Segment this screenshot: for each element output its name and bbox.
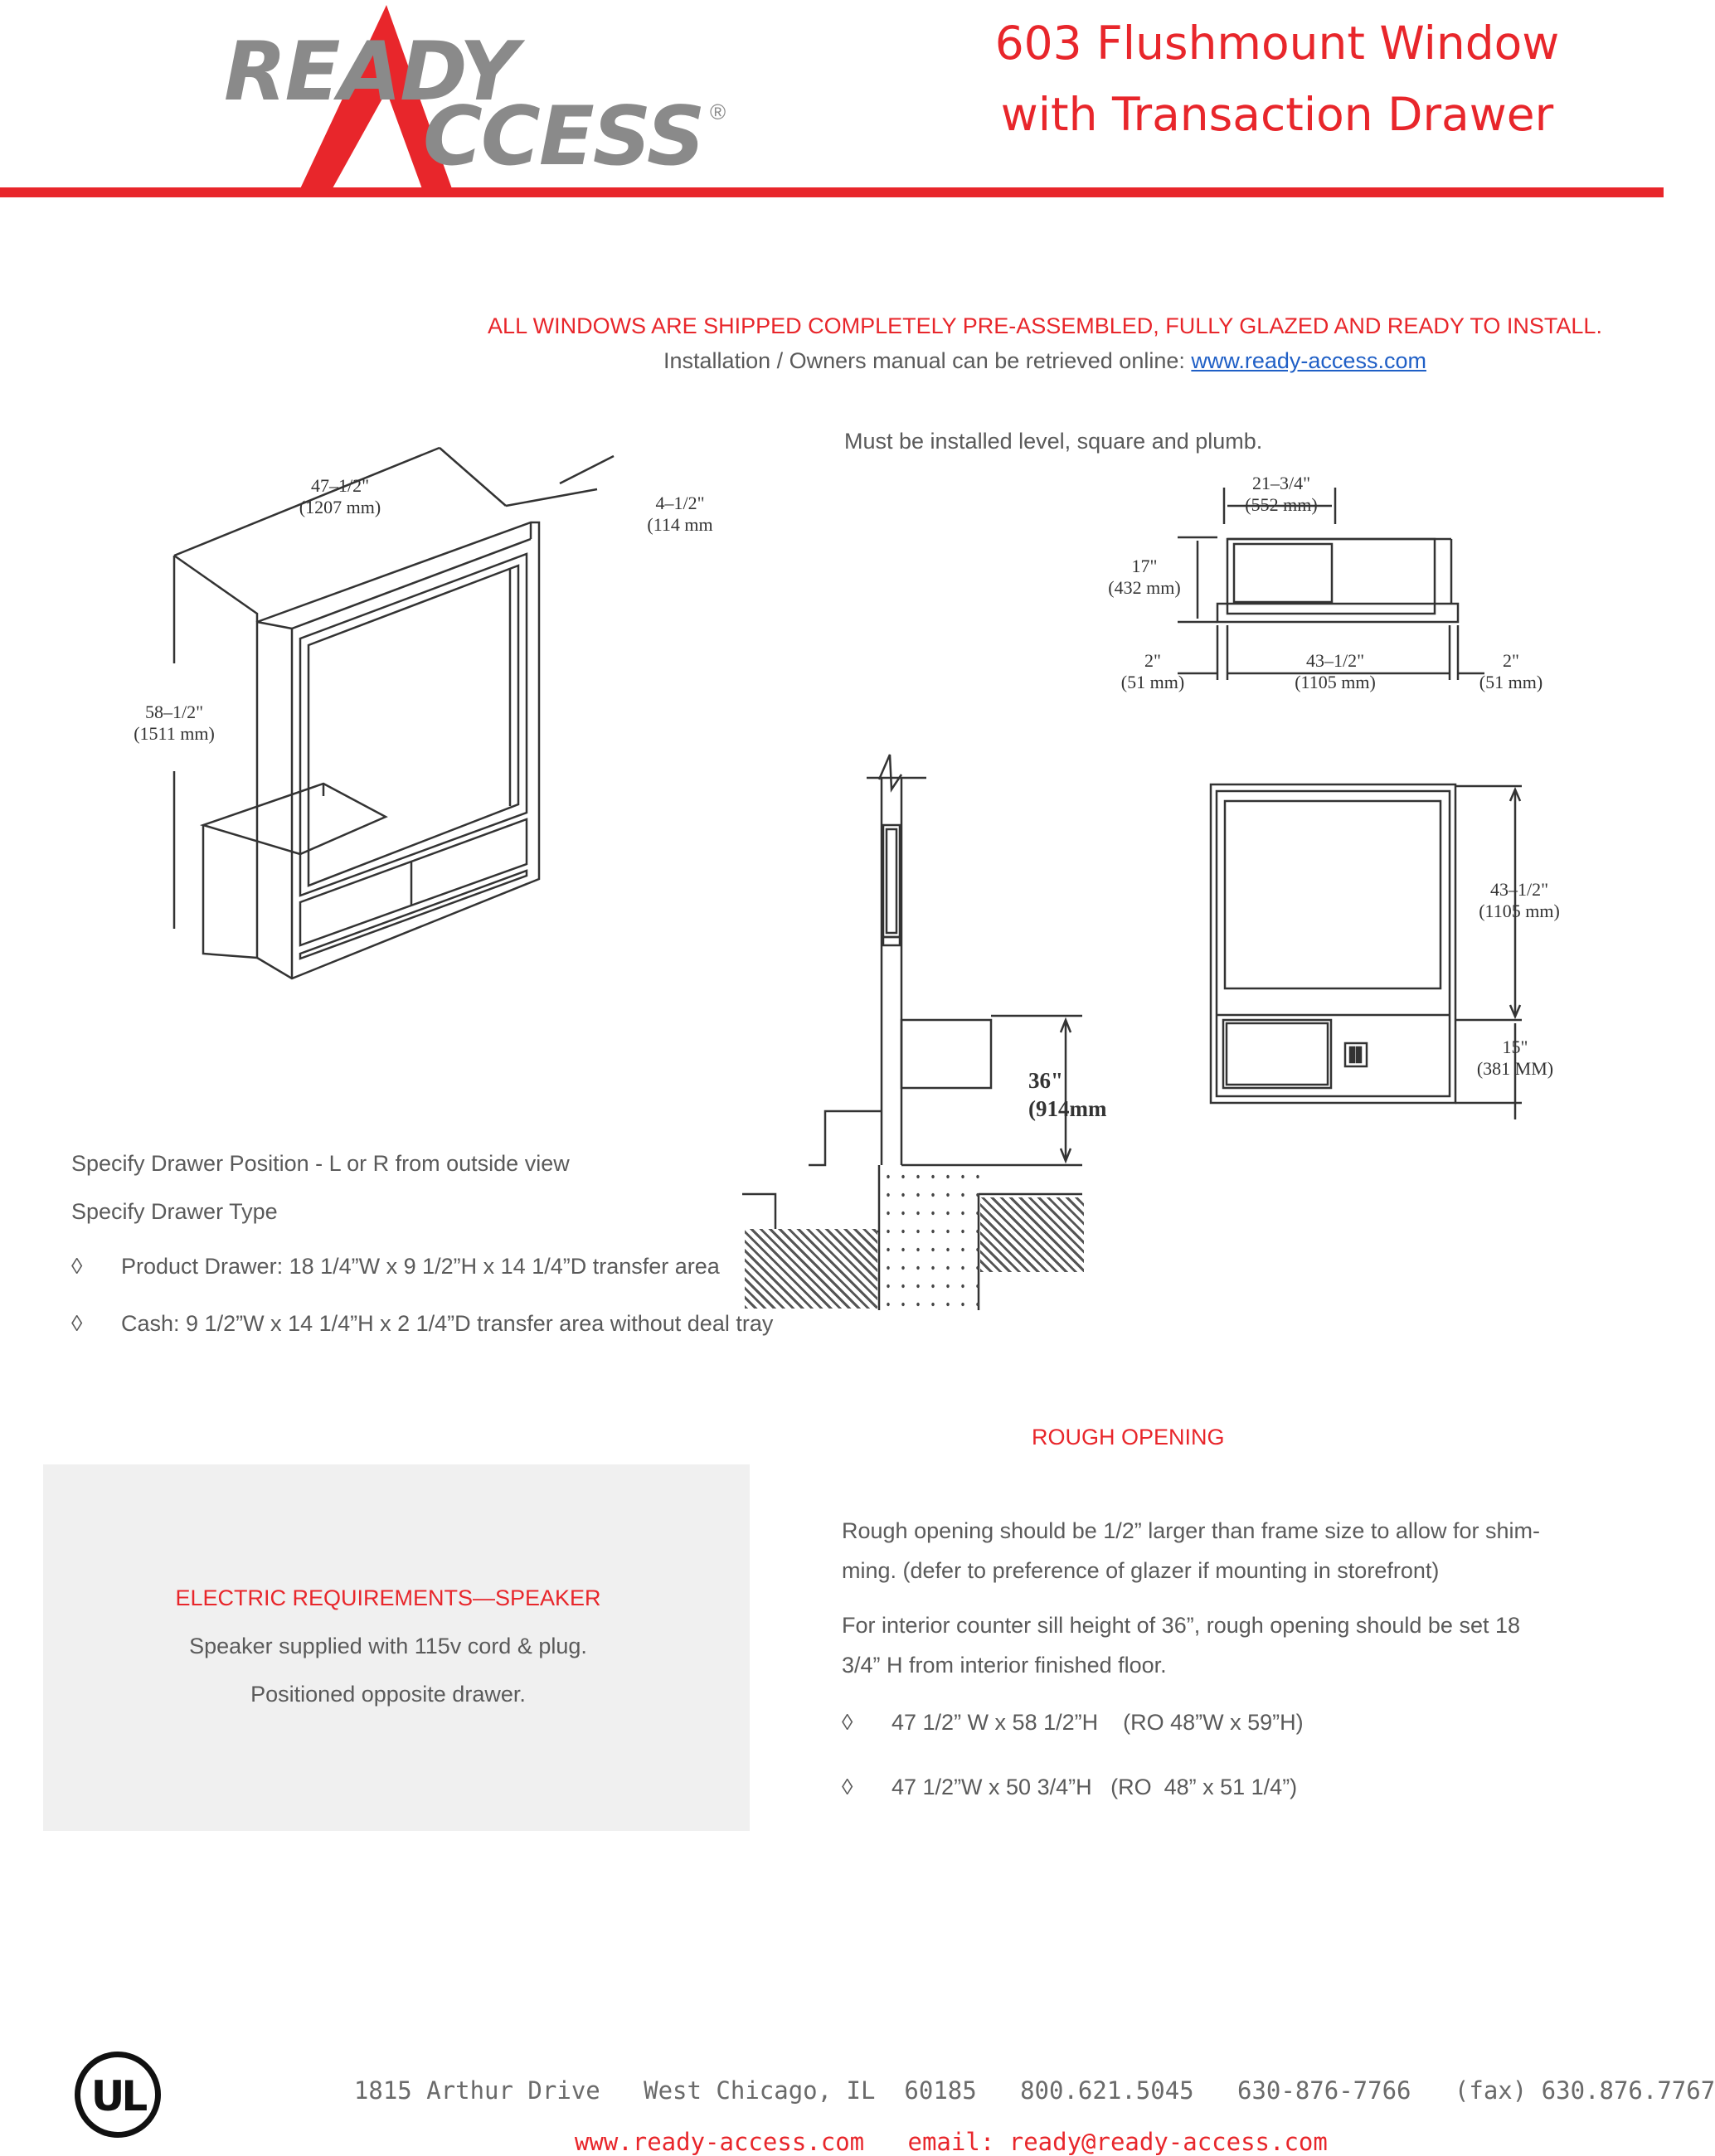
section-sill-mm: (914mm — [1028, 1096, 1107, 1121]
top-view-drawing — [1178, 488, 1484, 680]
electric-heading: ELECTRIC REQUIREMENTS—SPEAKER — [175, 1585, 601, 1610]
section-concrete — [881, 1168, 980, 1309]
electric-line1: Speaker supplied with 115v cord & plug. — [189, 1634, 587, 1658]
top-right-dimension: 2" (51 mm) — [1470, 650, 1552, 693]
front-lower-mm: (381 MM) — [1476, 1058, 1554, 1079]
drawer-item-product: Product Drawer: 18 1/4”W x 9 1/2”H x 14 … — [121, 1254, 720, 1279]
diamond-bullet-icon: ◊ — [842, 1710, 853, 1735]
iso-depth-in: 4–1/2" — [655, 493, 705, 513]
front-upper-dimension: 43–1/2" (1105 mm) — [1470, 879, 1569, 922]
ro-para2-line2: 3/4” H from interior finished floor. — [842, 1653, 1167, 1678]
manual-prefix: Installation / Owners manual can be retr… — [663, 348, 1192, 373]
ul-logo-text: UL — [90, 2072, 148, 2120]
footer-address: 1815 Arthur Drive — [353, 2076, 600, 2105]
electric-line2: Positioned opposite drawer. — [250, 1682, 526, 1707]
footer-city: West Chicago, IL 60185 — [644, 2076, 977, 2105]
ro-para2-line1: For interior counter sill height of 36”,… — [842, 1613, 1521, 1638]
footer-fax: (fax) 630.876.7767 — [1454, 2076, 1715, 2105]
top-left-dimension: 2" (51 mm) — [1111, 650, 1194, 693]
top-right-mm: (51 mm) — [1479, 672, 1543, 692]
top-height-in: 17" — [1131, 556, 1158, 576]
section-soil-right — [980, 1197, 1084, 1272]
section-soil-left — [745, 1229, 877, 1309]
diamond-bullet-icon: ◊ — [71, 1311, 83, 1336]
footer-web-line: www.ready-access.com email: ready@ready-… — [546, 2100, 1328, 2156]
iso-width-dimension: 47–1/2" (1207 mm) — [282, 475, 398, 518]
logo-text-top: READY — [224, 25, 518, 119]
footer-website-link[interactable]: www.ready-access.com — [574, 2128, 865, 2156]
iso-height-in: 58–1/2" — [144, 702, 204, 722]
iso-height-dimension: 58–1/2" (1511 mm) — [116, 702, 232, 745]
footer-contact-line: 1815 Arthur Drive West Chicago, IL 60185… — [325, 2048, 1715, 2105]
drawer-item-cash: Cash: 9 1/2”W x 14 1/4”H x 2 1/4”D trans… — [121, 1311, 774, 1336]
front-lower-dimension: 15" (381 MM) — [1470, 1037, 1561, 1080]
iso-width-mm: (1207 mm) — [299, 497, 381, 517]
rough-opening-body: Rough opening should be 1/2” larger than… — [842, 1511, 1540, 1685]
isometric-view-drawing — [172, 446, 615, 980]
electric-requirements-box: ELECTRIC REQUIREMENTS—SPEAKER Speaker su… — [43, 1464, 750, 1831]
shipping-notice: ALL WINDOWS ARE SHIPPED COMPLETELY PRE-A… — [488, 313, 1602, 338]
front-upper-mm: (1105 mm) — [1479, 901, 1560, 921]
manual-notice: Installation / Owners manual can be retr… — [464, 348, 1625, 374]
drawer-type-spec: Specify Drawer Type — [71, 1199, 278, 1224]
front-upper-in: 43–1/2" — [1489, 879, 1549, 900]
section-sill-dimension: 36" (914mm — [1028, 1066, 1106, 1123]
rough-opening-heading: ROUGH OPENING — [1032, 1425, 1225, 1449]
ro-para1-line1: Rough opening should be 1/2” larger than… — [842, 1518, 1540, 1543]
diamond-bullet-icon: ◊ — [71, 1254, 83, 1279]
logo-a-mark — [297, 5, 454, 196]
logo-registered: ® — [710, 100, 726, 124]
footer-email-link[interactable]: email: ready@ready-access.com — [907, 2128, 1328, 2156]
front-lower-in: 15" — [1502, 1037, 1528, 1057]
iso-depth-dimension: 4–1/2" (114 mm — [630, 493, 730, 536]
top-left-mm: (51 mm) — [1120, 672, 1185, 692]
page-title-line2: with Transaction Drawer — [1000, 88, 1554, 141]
top-width-dimension: 21–3/4" (552 mm) — [1227, 473, 1335, 516]
section-sill-in: 36" — [1028, 1068, 1063, 1093]
top-width-mm: (552 mm) — [1245, 494, 1318, 515]
drawer-position-spec: Specify Drawer Position - L or R from ou… — [71, 1151, 570, 1176]
footer-phone2: 630-876-7766 — [1237, 2076, 1411, 2105]
iso-depth-mm: (114 mm — [647, 514, 713, 535]
ro-para1-line2: ming. (defer to preference of glazer if … — [842, 1558, 1440, 1583]
ro-item-2: 47 1/2”W x 50 3/4”H (RO 48” x 51 1/4”) — [892, 1775, 1298, 1799]
top-width-in: 21–3/4" — [1251, 473, 1311, 493]
top-height-dimension: 17" (432 mm) — [1103, 556, 1186, 599]
front-view-drawing — [1209, 783, 1522, 1119]
header: READY CCESS ® 603 Flushmount Window with… — [0, 0, 1664, 207]
page-title-line1: 603 Flushmount Window — [994, 17, 1560, 70]
ro-item-1: 47 1/2” W x 58 1/2”H (RO 48”W x 59”H) — [892, 1710, 1304, 1735]
top-mid-dimension: 43–1/2" (1105 mm) — [1281, 650, 1389, 693]
iso-height-mm: (1511 mm) — [134, 723, 215, 744]
manual-link[interactable]: www.ready-access.com — [1191, 348, 1426, 373]
top-mid-in: 43–1/2" — [1305, 650, 1365, 671]
brand-logo — [0, 5, 1664, 197]
top-height-mm: (432 mm) — [1108, 577, 1181, 598]
top-left-in: 2" — [1144, 650, 1161, 671]
top-right-in: 2" — [1503, 650, 1519, 671]
logo-text-bottom: CCESS — [423, 90, 705, 184]
top-mid-mm: (1105 mm) — [1295, 672, 1376, 692]
install-note: Must be installed level, square and plum… — [844, 429, 1263, 454]
iso-width-in: 47–1/2" — [310, 475, 370, 496]
ul-certification-logo: UL — [75, 2052, 161, 2138]
diamond-bullet-icon: ◊ — [842, 1775, 853, 1799]
footer-phone1: 800.621.5045 — [1020, 2076, 1194, 2105]
